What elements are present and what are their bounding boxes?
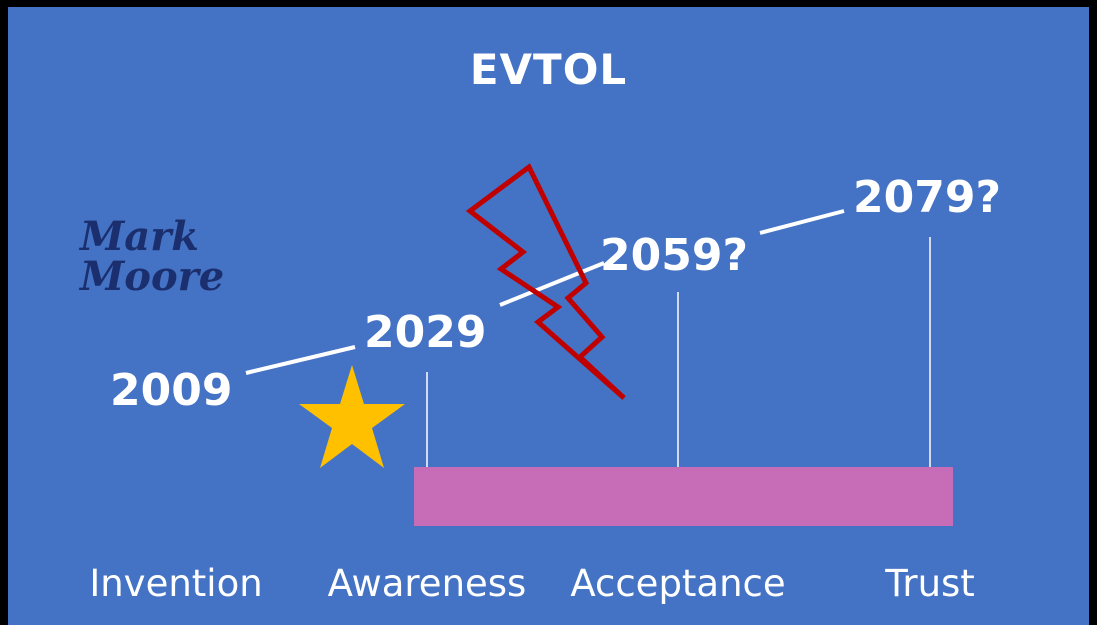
connector-2029-2059	[499, 261, 605, 307]
author-first-name: Mark	[80, 213, 199, 260]
page-title: EVTOL	[469, 45, 628, 94]
author-name: Mark Moore	[80, 217, 224, 297]
author-last-name: Moore	[80, 253, 225, 300]
stage-awareness: Awareness	[327, 562, 527, 605]
lightning-bolt-icon	[465, 163, 626, 400]
connector-2009-2029	[245, 345, 356, 375]
stage-invention: Invention	[89, 562, 263, 605]
year-2029: 2029	[364, 307, 487, 358]
progress-bar	[414, 467, 953, 526]
year-2009: 2009	[110, 365, 233, 416]
year-2059: 2059?	[600, 230, 748, 281]
connector-2059-2079	[759, 209, 845, 235]
star-icon	[299, 365, 405, 468]
stage-trust: Trust	[885, 562, 975, 605]
slide: EVTOL Mark Moore 2009 2029 2059? 2079? I…	[8, 7, 1089, 625]
year-2079: 2079?	[853, 172, 1001, 223]
timeline-graphics	[175, 163, 931, 519]
stage-acceptance: Acceptance	[570, 562, 786, 605]
